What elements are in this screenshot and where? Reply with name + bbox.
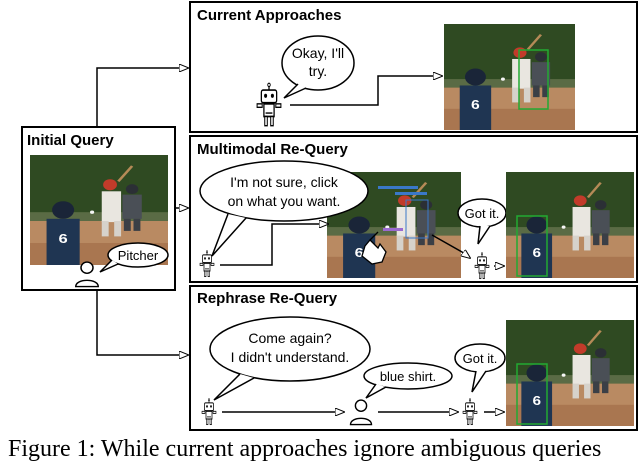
robot-bubble-2-text: Got it. (465, 206, 500, 221)
result-photo (444, 24, 575, 130)
rephrase-panel: Rephrase Re-Query Come again? I didn't u… (189, 285, 638, 431)
robot-bubble-line-1: I'm not sure, click (230, 174, 339, 190)
robot-bubble-line-2: on what you want. (228, 193, 341, 209)
robot-speech-bubble: Okay, I'll try. (281, 35, 355, 99)
user-speech-bubble: blue shirt. (363, 362, 453, 399)
user-bubble-text: blue shirt. (380, 369, 436, 384)
robot-bubble-line-2: try. (309, 63, 327, 79)
detection-box (518, 49, 549, 110)
current-approaches-title: Current Approaches (197, 7, 341, 24)
robot-speech-bubble-2: Got it. (454, 343, 506, 393)
robot-bubble-line-1: Okay, I'll (292, 45, 344, 61)
initial-query-title: Initial Query (27, 132, 114, 149)
initial-query-panel: Initial Query Pitcher (21, 126, 176, 291)
multimodal-result-photo (506, 172, 634, 278)
robot-bubble-line-1: Come again? (248, 330, 331, 346)
multimodal-panel: Multimodal Re-Query I'm not sure, click … (189, 135, 638, 283)
robot-speech-bubble: I'm not sure, click on what you want. (199, 160, 369, 257)
user-bubble-text: Pitcher (118, 248, 159, 263)
rephrase-title: Rephrase Re-Query (197, 290, 338, 307)
rephrase-result-photo (506, 320, 634, 426)
arrow-to-result (290, 76, 442, 106)
arrow-to-click (220, 224, 328, 266)
candidate-box (405, 199, 429, 239)
multimodal-title: Multimodal Re-Query (197, 141, 349, 158)
robot-bubble-2-text: Got it. (463, 351, 498, 366)
detection-box (516, 363, 548, 425)
branch-arrows (96, 68, 188, 355)
detection-box (516, 215, 548, 277)
current-approaches-panel: Current Approaches Okay, I'll try. (189, 1, 638, 133)
click-hand-icon (361, 231, 387, 265)
multimodal-photo-1 (327, 172, 461, 278)
arrow-to-rephrase (96, 290, 188, 355)
arrow-from-click (431, 234, 470, 258)
user-speech-bubble: Pitcher (99, 242, 169, 273)
figure-caption: Figure 1: While current approaches ignor… (8, 436, 602, 462)
robot-speech-bubble-2: Got it. (457, 198, 507, 245)
robot-bubble-line-2: I didn't understand. (231, 349, 350, 365)
arrow-to-current (96, 68, 188, 127)
robot-speech-bubble: Come again? I didn't understand. (209, 316, 371, 401)
